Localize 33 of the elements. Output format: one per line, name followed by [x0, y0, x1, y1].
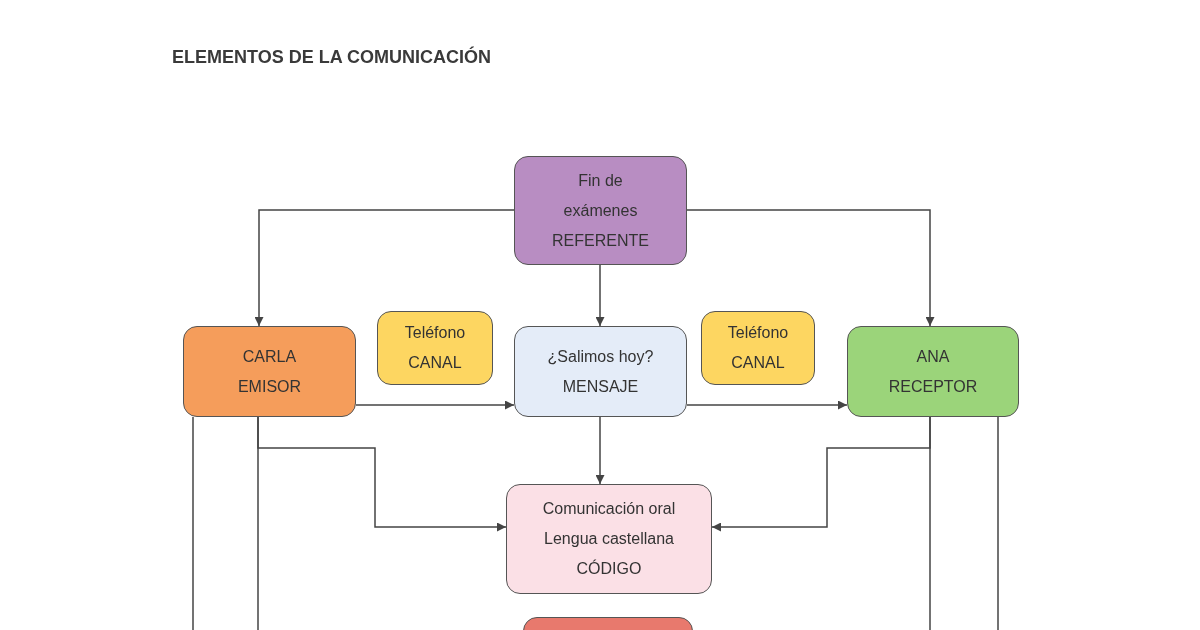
- node-label: Teléfono: [727, 323, 789, 343]
- node-label: EMISOR: [237, 376, 302, 397]
- arrow: [254, 209, 515, 327]
- rounded-box: [377, 311, 493, 385]
- connector-line: [929, 416, 931, 630]
- node-label: Comunicación oral: [542, 499, 676, 519]
- node-label: RECEPTOR: [888, 376, 978, 397]
- rounded-box: [847, 326, 1019, 417]
- rounded-box: [183, 326, 356, 417]
- node-label: CANAL: [408, 353, 462, 373]
- node-label: Lengua castellana: [544, 529, 674, 549]
- arrow: [595, 264, 605, 327]
- node-label: REFERENTE: [551, 230, 650, 251]
- node-label: ANA: [916, 346, 950, 367]
- node-label: Teléfono: [404, 323, 466, 343]
- node-label: CARLA: [242, 346, 297, 367]
- node-label: Fin de exámenes: [562, 170, 639, 221]
- diagram-title: ELEMENTOS DE LA COMUNICACIÓN: [172, 47, 491, 68]
- connector-line: [997, 416, 999, 630]
- rounded-box: [514, 326, 687, 417]
- arrow: [595, 416, 605, 485]
- node-label: ¿Salimos hoy?: [547, 346, 654, 367]
- node-label: CÓDIGO: [576, 558, 642, 579]
- rounded-box: [506, 484, 712, 594]
- node-label: MENSAJE: [562, 376, 639, 397]
- rounded-box: [701, 311, 815, 385]
- connector-line: [257, 416, 259, 630]
- arrow: [355, 400, 515, 410]
- arrow: [686, 400, 848, 410]
- arrow: [686, 209, 935, 327]
- connector-line: [192, 416, 194, 630]
- rounded-box: [514, 156, 687, 265]
- node-label: CANAL: [731, 353, 785, 373]
